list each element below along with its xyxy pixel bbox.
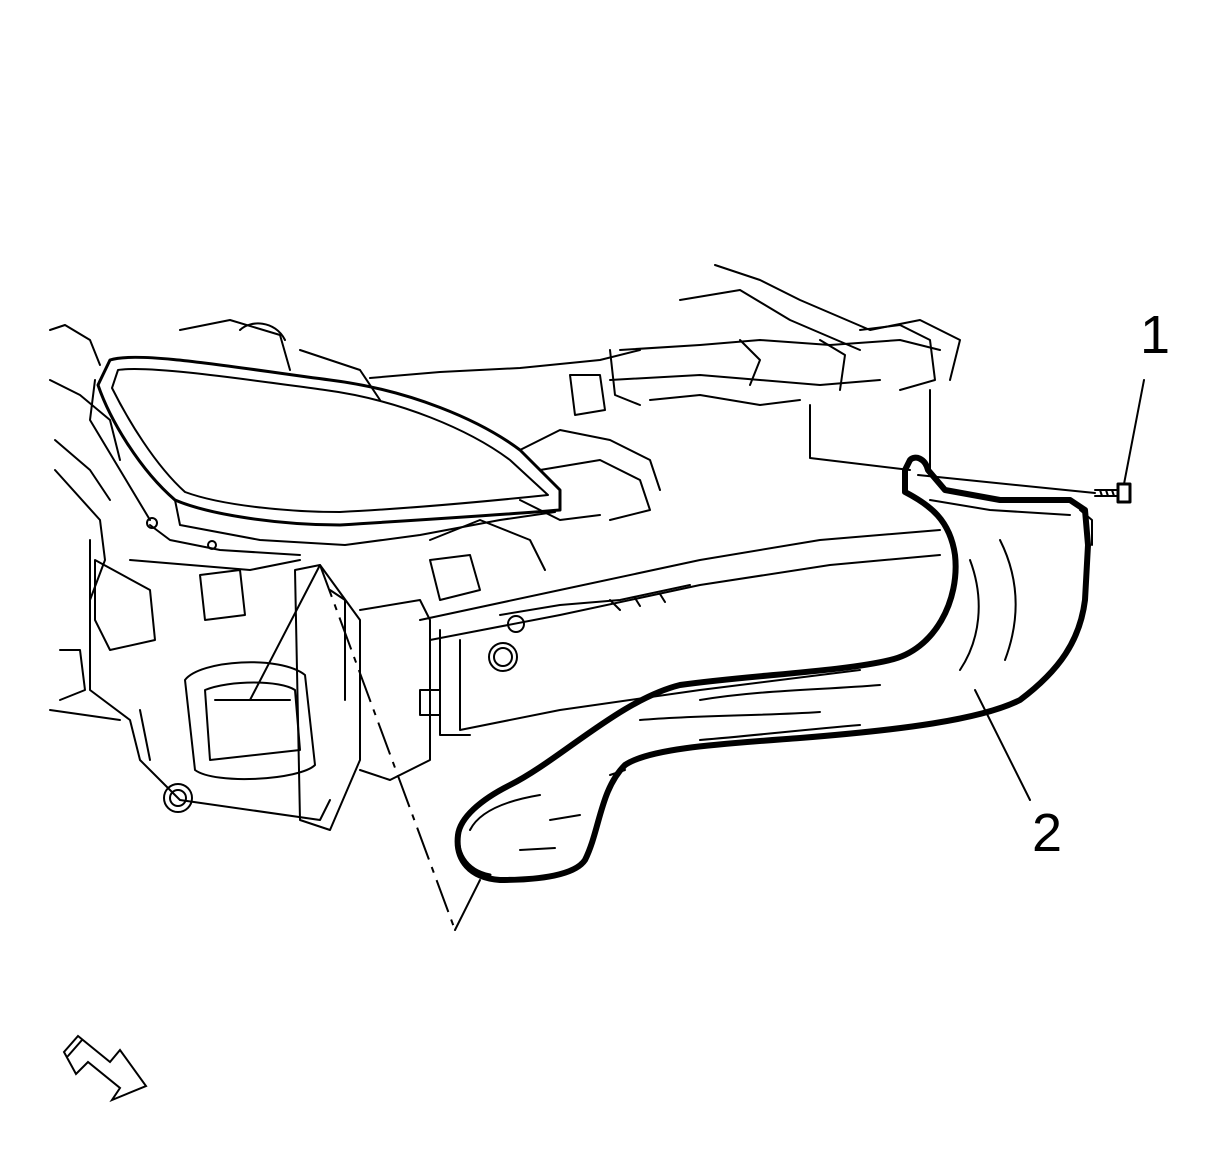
leader-line-2 (974, 689, 1031, 801)
installation-line (917, 474, 1096, 494)
air-deflector-part-2 (454, 454, 1093, 883)
fastener-part-1 (1094, 482, 1132, 504)
headlamp-assembly (89, 355, 562, 556)
callout-label-2: 2 (1032, 803, 1063, 863)
view-direction-arrow-icon (62, 1034, 148, 1103)
alignment-lines (249, 564, 481, 931)
callout-label-1: 1 (1140, 305, 1171, 365)
vehicle-front-structure (49, 264, 961, 831)
leader-line-1 (1123, 379, 1145, 485)
leader-lines (917, 379, 1145, 801)
